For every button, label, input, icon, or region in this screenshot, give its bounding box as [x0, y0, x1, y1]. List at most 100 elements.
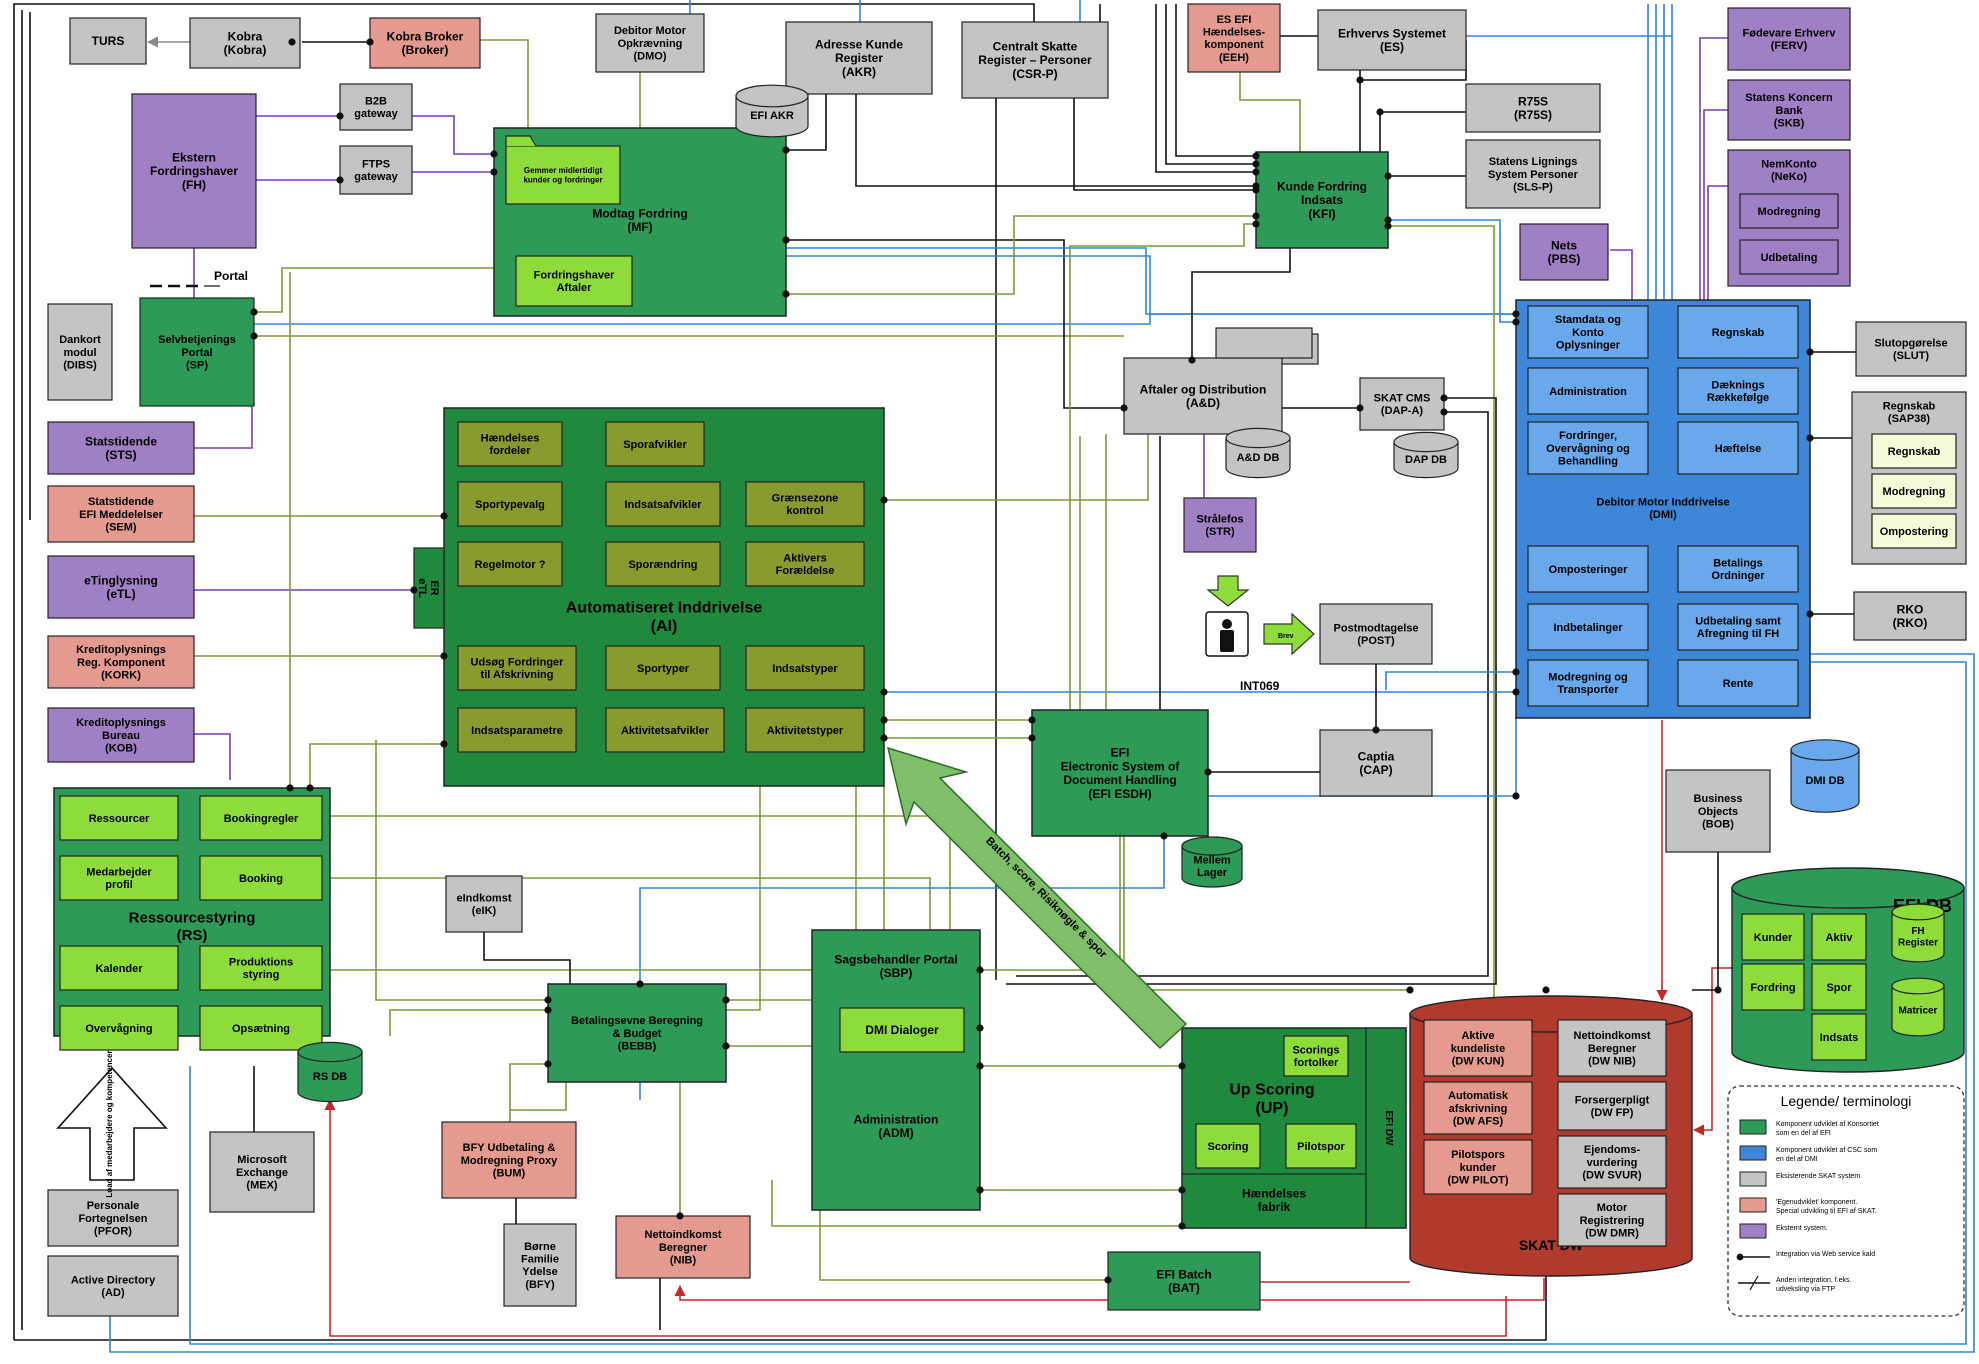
- sap38-box[interactable]: Regnskab(SAP38)RegnskabModregningOmposte…: [1851, 391, 1967, 565]
- dmi-dialoger-box[interactable]: DMI Dialoger: [839, 1007, 965, 1053]
- etl-box[interactable]: eTinglysning(eTL): [47, 555, 195, 619]
- sbp-box[interactable]: Sagsbehandler Portal(SBP)DMI DialogerAdm…: [811, 929, 981, 1211]
- up-box[interactable]: Up Scoring(UP)EFI DWScoringsfortolkerSco…: [1181, 1027, 1407, 1229]
- dmi-cell-8[interactable]: Indbetalinger: [1527, 603, 1649, 651]
- neko-sub-1[interactable]: Udbetaling: [1739, 239, 1839, 275]
- ai-cell-12[interactable]: Aktivitetsafvikler: [605, 707, 725, 753]
- rs-cell-3[interactable]: Booking: [199, 855, 323, 901]
- ai-cell-2[interactable]: Sportypevalg: [457, 481, 563, 527]
- dmi-cell-1[interactable]: Regnskab: [1677, 305, 1799, 359]
- ai-cell-3[interactable]: Indsatsafvikler: [605, 481, 721, 527]
- kobra-box[interactable]: Kobra(Kobra): [189, 17, 301, 69]
- turs-box[interactable]: TURS: [69, 17, 147, 65]
- ai-cell-9[interactable]: Sportyper: [605, 645, 721, 691]
- eik-box[interactable]: eIndkomst(eIK): [445, 875, 523, 933]
- rs-cell-0[interactable]: Ressourcer: [59, 795, 179, 841]
- bat-box[interactable]: EFI Batch(BAT): [1107, 1251, 1261, 1311]
- up-cell-1[interactable]: Scoring: [1195, 1123, 1261, 1169]
- cap-box[interactable]: Captia(CAP): [1319, 729, 1433, 797]
- ai-box[interactable]: Automatiseret Inddrivelse(AI)Hændelsesfo…: [413, 407, 885, 787]
- ai-cell-1[interactable]: Sporafvikler: [605, 421, 705, 467]
- sap38-sub-1[interactable]: Modregning: [1871, 473, 1957, 509]
- mf-box[interactable]: Modtag Fordring(MF)Gemmer midlertidigtku…: [493, 127, 787, 317]
- ai-cell-5[interactable]: Regelmotor ?: [457, 541, 563, 587]
- es-box[interactable]: Erhvervs Systemet(ES): [1317, 9, 1467, 71]
- ferv-box[interactable]: Fødevare Erhverv(FERV): [1727, 7, 1851, 71]
- str-box[interactable]: Strålefos(STR): [1183, 497, 1257, 553]
- ai-tab-er-etl[interactable]: EReTL: [413, 547, 445, 629]
- up-cell-2[interactable]: Pilotspor: [1285, 1123, 1357, 1169]
- rs-cell-4[interactable]: Kalender: [59, 945, 179, 991]
- broker-box[interactable]: Kobra Broker(Broker): [369, 17, 481, 69]
- pbs-box[interactable]: Nets(PBS): [1519, 223, 1609, 281]
- dmi-cell-6[interactable]: Omposteringer: [1527, 545, 1649, 593]
- sap38-sub-2[interactable]: Ompostering: [1871, 513, 1957, 549]
- rs-cell-7[interactable]: Opsætning: [199, 1005, 323, 1051]
- dmi-cell-2[interactable]: Administration: [1527, 367, 1649, 415]
- sts-box[interactable]: Statstidende(STS): [47, 421, 195, 475]
- r75s-box[interactable]: R75S(R75S): [1465, 83, 1601, 133]
- ai-cell-11[interactable]: Indsatsparametre: [457, 707, 577, 753]
- rs-cell-6[interactable]: Overvågning: [59, 1005, 179, 1051]
- bum-box[interactable]: BFY Udbetaling &Modregning Proxy(BUM): [441, 1121, 577, 1199]
- dmi-box[interactable]: Debitor Motor Inddrivelse(DMI)Stamdata o…: [1515, 299, 1811, 719]
- ai-cell-6[interactable]: Sporændring: [605, 541, 721, 587]
- dapa-box[interactable]: SKAT CMS(DAP-A): [1359, 377, 1445, 431]
- ad_dist-box[interactable]: Aftaler og Distribution(A&D): [1123, 357, 1283, 435]
- efi-db[interactable]: EFI DBKunderAktivFordringSporIndsatsFHRe…: [1731, 867, 1965, 1073]
- sap38-sub-0[interactable]: Regnskab: [1871, 433, 1957, 469]
- ai-cell-10[interactable]: Indsatstyper: [745, 645, 865, 691]
- dmi-cell-5[interactable]: Hæftelse: [1677, 421, 1799, 475]
- bebb-box[interactable]: Betalingsevne Beregning& Budget(BEBB): [547, 983, 727, 1083]
- post-box[interactable]: Postmodtagelse(POST): [1319, 603, 1433, 665]
- ai-cell-13[interactable]: Aktivitetstyper: [745, 707, 865, 753]
- rko-box[interactable]: RKO(RKO): [1853, 591, 1967, 641]
- slut-box[interactable]: Slutopgørelse(SLUT): [1855, 321, 1967, 377]
- neko-sub-0[interactable]: Modregning: [1739, 193, 1839, 229]
- rs-cell-1[interactable]: Bookingregler: [199, 795, 323, 841]
- ad-box[interactable]: Active Directory(AD): [47, 1255, 179, 1317]
- junction-dot: [544, 996, 552, 1004]
- dmi-cell-11[interactable]: Rente: [1677, 659, 1799, 707]
